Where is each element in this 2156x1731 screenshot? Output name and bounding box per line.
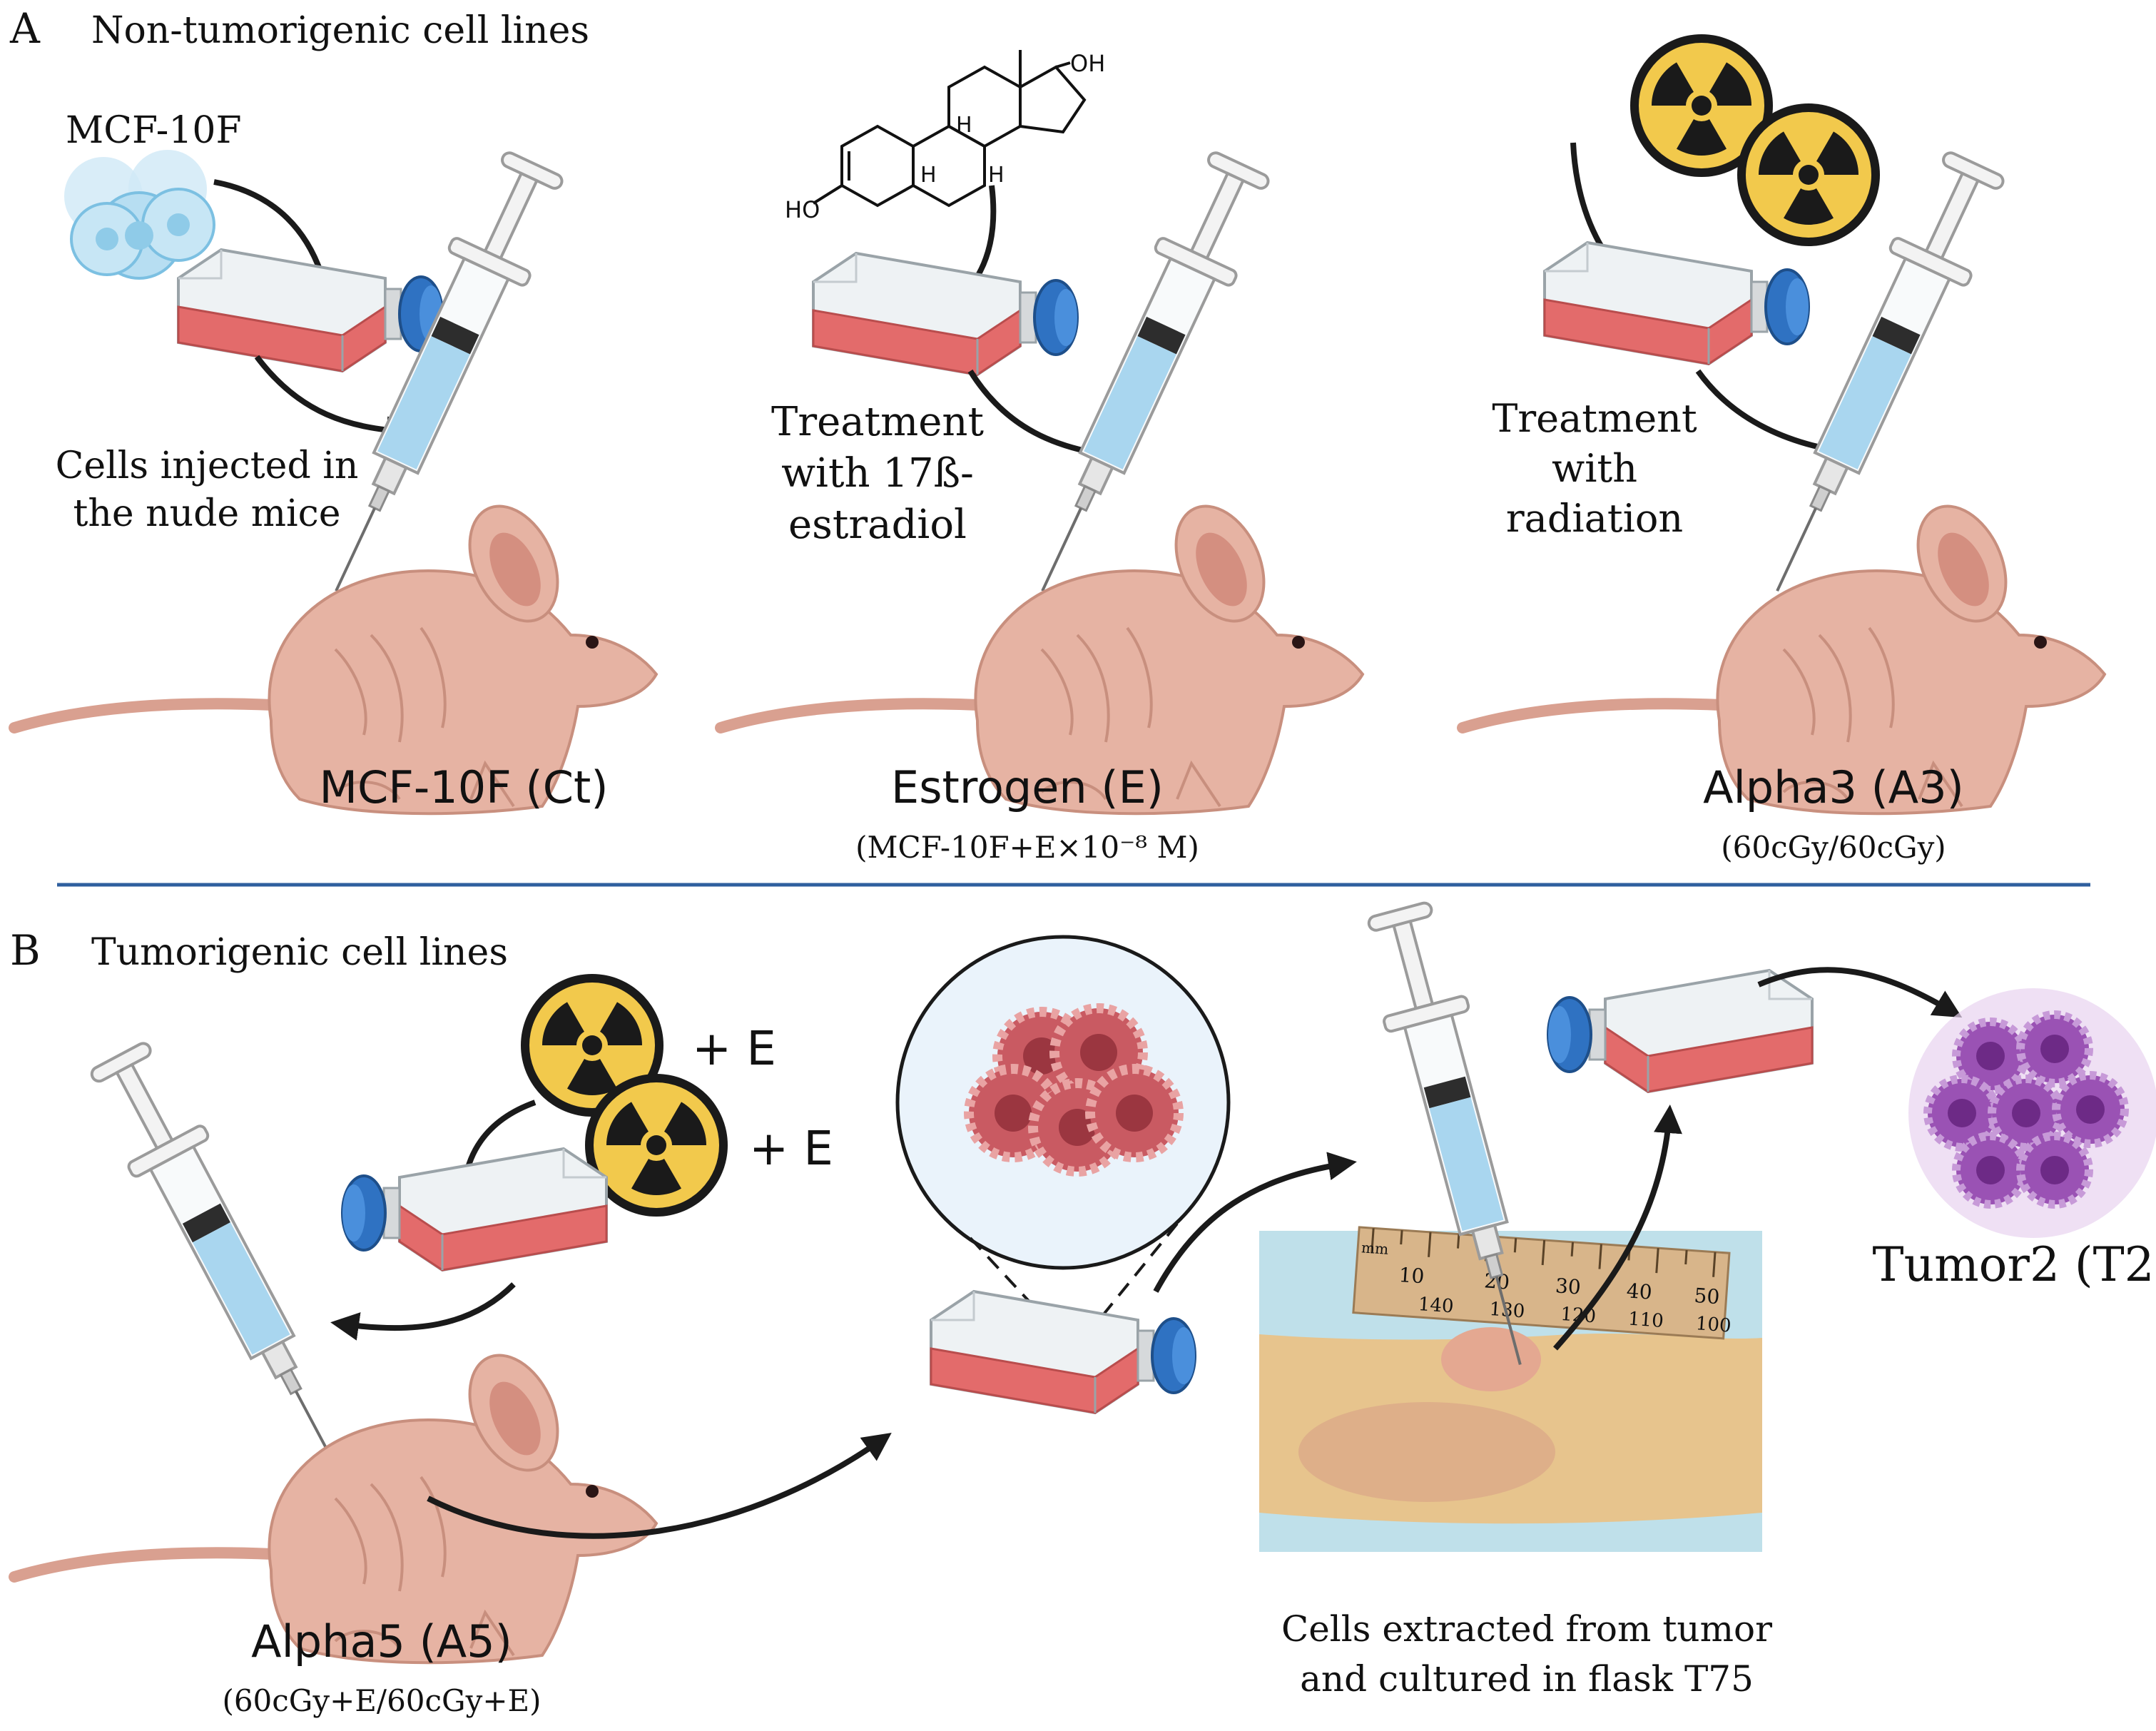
culture-flask-icon <box>177 248 444 372</box>
ruler-bottom-140: 140 <box>1418 1294 1455 1317</box>
ruler-top-30: 30 <box>1555 1274 1582 1299</box>
plus-e-label-2: + E <box>749 1121 833 1176</box>
ruler-top-10: 10 <box>1398 1263 1425 1288</box>
cell-source-label: MCF-10F <box>66 109 242 152</box>
panel-b-letter: B <box>10 926 41 975</box>
estradiol-caption-line-2: with 17ß- <box>781 450 974 497</box>
culture-flask-icon <box>930 1290 1196 1414</box>
radiation-caption-line-2: with <box>1552 446 1637 491</box>
molecule-oh-top: OH <box>1070 50 1105 77</box>
extraction-caption-line-2: and cultured in flask T75 <box>1300 1658 1754 1700</box>
injection-caption-line-2: the nude mice <box>73 492 340 535</box>
culture-flask-icon <box>1543 241 1810 365</box>
ruler-photo: mm 10 20 30 40 50 140 130 120 110 100 <box>1259 1226 1762 1552</box>
arrow-flask-to-tumor <box>1757 967 1963 1018</box>
ruler-bottom-100: 100 <box>1695 1313 1732 1336</box>
group-a5-detail: (60cGy+E/60cGy+E) <box>222 1683 541 1718</box>
injection-caption-line-1: Cells injected in <box>56 445 359 487</box>
molecule-h-3: H <box>988 163 1005 188</box>
plus-e-label-1: + E <box>692 1021 776 1076</box>
radiation-caption-line-1: Treatment <box>1492 396 1697 441</box>
molecule-h-2: H <box>920 163 937 188</box>
extraction-caption-line-1: Cells extracted from tumor <box>1281 1608 1772 1650</box>
culture-flask-icon <box>341 1147 608 1271</box>
ruler-unit: mm <box>1361 1239 1389 1258</box>
cell-cluster-icon <box>64 150 215 280</box>
group-e-detail: (MCF-10F+E×10⁻⁸ M) <box>855 830 1199 865</box>
group-t2-label: Tumor2 (T2) <box>1873 1237 2156 1292</box>
molecule-h-1: H <box>956 113 972 138</box>
panel-a-title: Non-tumorigenic cell lines <box>91 9 589 52</box>
nude-mouse-icon <box>14 1341 656 1663</box>
panel-a-letter: A <box>9 4 41 53</box>
estradiol-caption-line-3: estradiol <box>788 502 967 548</box>
ruler-bottom-110: 110 <box>1627 1309 1664 1332</box>
culture-flask-icon <box>812 252 1079 376</box>
ruler-top-40: 40 <box>1626 1279 1653 1304</box>
group-a5-label: Alpha5 (A5) <box>251 1615 512 1667</box>
estradiol-caption-line-1: Treatment <box>771 399 984 445</box>
arrow-tumor-to-flask <box>1553 1105 1682 1351</box>
group-a3-detail: (60cGy/60cGy) <box>1721 830 1946 865</box>
syringe-icon <box>80 1036 377 1492</box>
radiation-icon <box>1737 103 1880 246</box>
estradiol-molecule-icon <box>812 50 1087 208</box>
group-a3-label: Alpha3 (A3) <box>1703 761 1964 813</box>
arrow-flask-to-syringe <box>1153 1152 1357 1293</box>
arrow-mouse-to-flask <box>427 1433 892 1539</box>
panel-a: A Non-tumorigenic cell lines MCF-10F Cel… <box>9 4 2105 865</box>
tumor-cells-icon <box>1908 988 2156 1238</box>
group-e-label: Estrogen (E) <box>891 761 1164 813</box>
magnified-cells-view <box>895 935 1231 1339</box>
panel-b-title: Tumorigenic cell lines <box>91 931 508 974</box>
molecule-oh-left: HO <box>785 196 820 223</box>
panel-b: B Tumorigenic cell lines + E + E Alpha5 … <box>10 897 2156 1718</box>
radiation-caption-line-3: radiation <box>1506 496 1683 541</box>
culture-flask-icon <box>1547 969 1814 1093</box>
group-ct-label: MCF-10F (Ct) <box>319 761 608 813</box>
arrow-flask-to-syringe <box>330 1282 516 1341</box>
ruler-top-50: 50 <box>1694 1284 1721 1309</box>
